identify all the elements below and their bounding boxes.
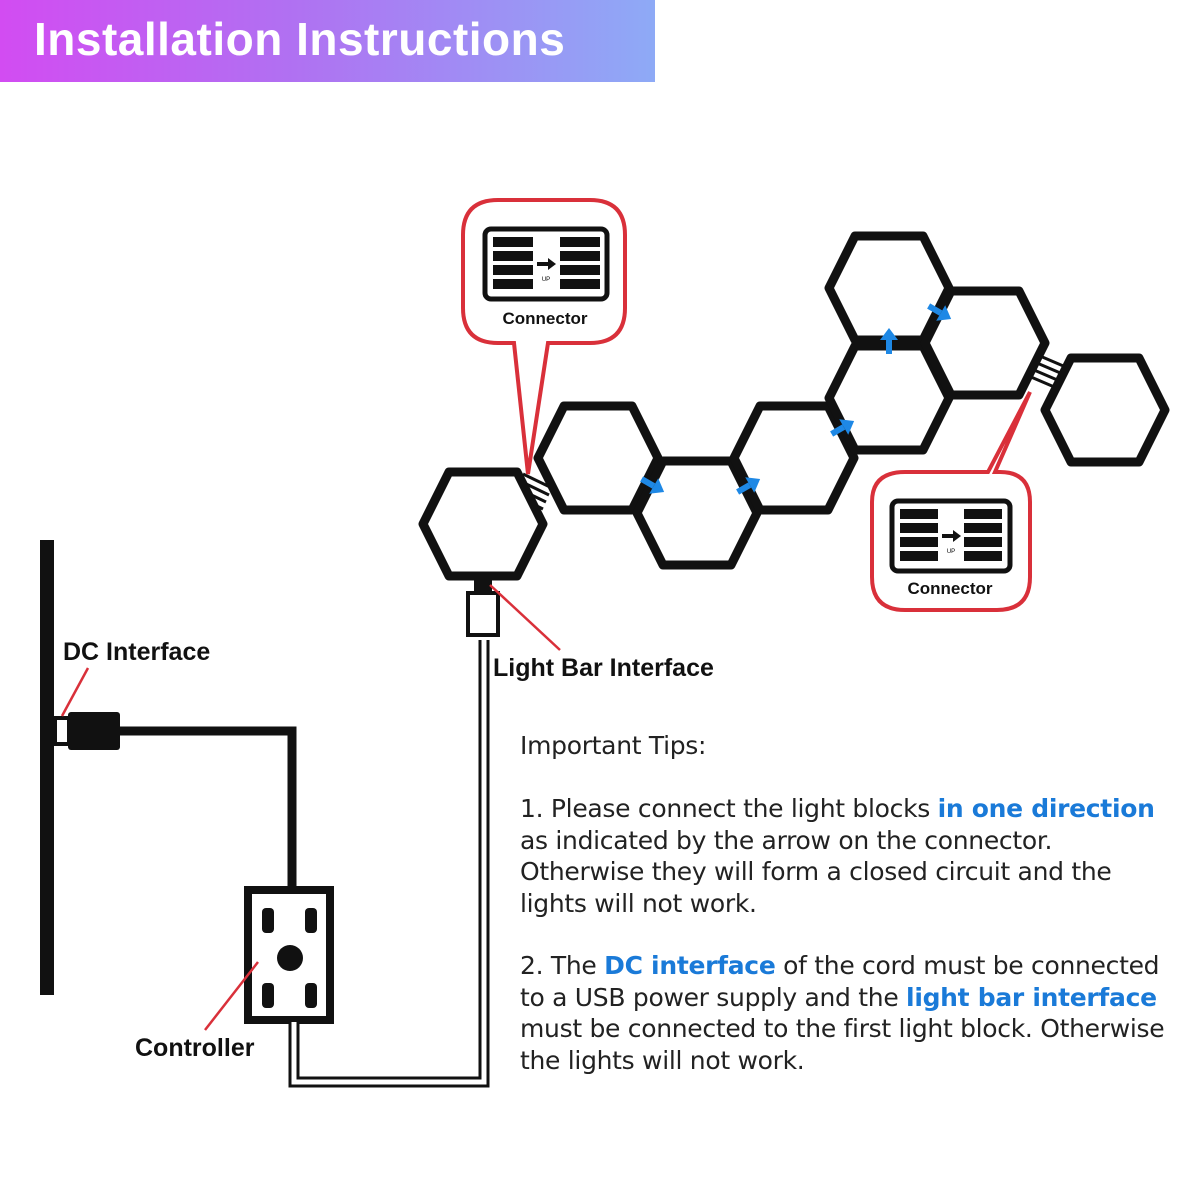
page-title: Installation Instructions [34, 13, 566, 65]
tip-2-line-4: the lights will not work. [520, 1045, 805, 1075]
header-banner: Installation Instructions [0, 0, 655, 82]
tips-heading: Important Tips: [520, 731, 707, 760]
connector-label-bottom: Connector [908, 579, 993, 598]
tip-1-line-4: lights will not work. [520, 888, 757, 918]
controller-label: Controller [135, 1034, 255, 1062]
tip-1: 1. Please connect the light blocks in on… [520, 793, 1155, 919]
controller-box[interactable] [244, 886, 334, 1024]
connector-icon: UP [482, 226, 610, 302]
dc-cable [120, 726, 297, 890]
tip-2-text: 2. The [520, 951, 605, 980]
power-post [40, 540, 54, 995]
tip-1-text: 1. Please connect the light blocks [520, 794, 938, 823]
light-bar-plug [466, 580, 500, 637]
controller-pointer [204, 961, 259, 1031]
dc-interface-label: DC Interface [63, 638, 210, 666]
tip-2-line-3: must be connected to the first light blo… [520, 1014, 1165, 1043]
tip-2: 2. The DC interface of the cord must be … [520, 950, 1165, 1076]
tip-2-line-2: to a USB power supply and the [520, 982, 907, 1012]
connector-callout-top: UP Connector [461, 198, 627, 475]
dc-plug [53, 712, 120, 750]
tip-1-line-3: Otherwise they will form a closed circui… [520, 857, 1112, 886]
connector-icon: UP [889, 498, 1013, 574]
light-bar-interface-pointer [489, 584, 561, 651]
light-bar-interface-label: Light Bar Interface [493, 654, 714, 682]
tip-2-highlight-dc: DC interface [604, 951, 776, 980]
tip-2-text-b: of the cord must be connected [775, 951, 1160, 980]
connector-icon-text: UP [542, 277, 550, 283]
direction-arrows [640, 303, 952, 495]
tip-1-line-2: as indicated by the arrow on the connect… [520, 825, 1053, 855]
dc-interface-pointer [60, 667, 90, 717]
tip-2-highlight-light-bar: light bar interface [906, 982, 1157, 1012]
connector-label-top: Connector [503, 309, 588, 328]
connector-icon-text: UP [947, 549, 955, 555]
connector-callout-bottom: UP Connector [870, 391, 1032, 612]
tip-1-highlight: in one direction [937, 794, 1155, 823]
